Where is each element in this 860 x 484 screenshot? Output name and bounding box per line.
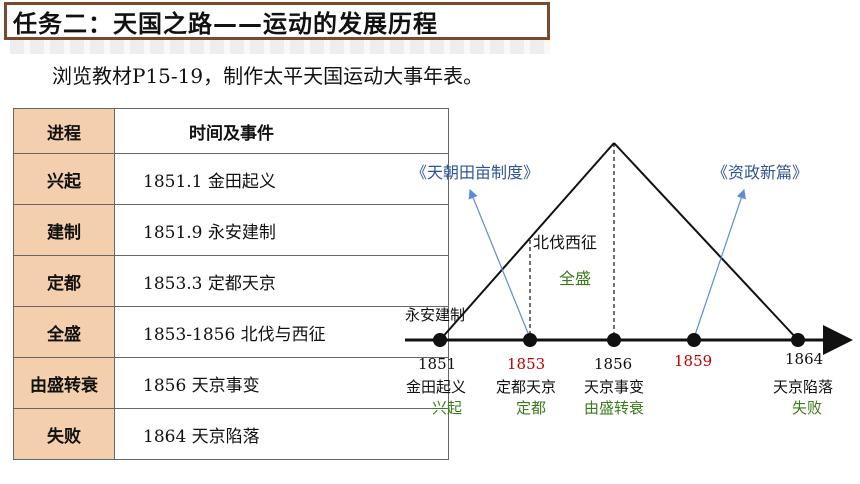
point-dot [433,333,447,347]
point-event: 天京陷落 [773,378,833,396]
point-dot [607,333,621,347]
stage-cell: 由盛转衰 [13,357,115,409]
document-left-label: 《天朝田亩制度》 [411,163,539,182]
point-stage: 由盛转衰 [584,399,644,417]
point-dot [523,333,537,347]
event-cell: 1856 天京事变 [114,357,449,409]
event-cell: 1851.1 金田起义 [114,153,449,205]
point-event: 金田起义 [406,378,466,396]
point-stage: 兴起 [432,399,462,417]
table-row: 全盛 1853-1856 北伐与西征 [13,306,449,358]
apex-label: 北伐西征 [533,233,597,252]
left-label: 永安建制 [405,306,465,324]
point-1851: 1851 金田起义 兴起 [406,333,466,417]
table-row: 兴起 1851.1 金田起义 [13,153,449,205]
table-row: 由盛转衰 1856 天京事变 [13,357,449,409]
stage-cell: 定都 [13,255,115,307]
point-year: 1859 [674,352,712,370]
point-stage: 失败 [792,399,822,417]
point-event: 定都天京 [496,378,556,396]
point-dot [791,333,805,347]
point-1864: 1864 天京陷落 失败 [773,333,833,417]
section-title: 任务二：天国之路——运动的发展历程 [4,2,550,40]
point-year: 1853 [507,355,545,373]
header-stage: 进程 [13,108,115,154]
point-year: 1864 [785,350,823,368]
point-year: 1856 [594,355,632,373]
event-cell: 1853.3 定都天京 [114,255,449,307]
chronology-table: 进程 时间及事件 兴起 1851.1 金田起义 建制 1851.9 永安建制 定… [13,108,449,460]
title-reflection [10,40,550,54]
point-year: 1851 [418,355,456,373]
stage-cell: 兴起 [13,153,115,205]
table-row: 定都 1853.3 定都天京 [13,255,449,307]
stage-cell: 全盛 [13,306,115,358]
fall-line [613,142,799,341]
doc-left-arrow [468,188,531,339]
point-stage: 定都 [516,399,546,417]
event-cell: 1864 天京陷落 [114,408,449,460]
event-cell: 1853-1856 北伐与西征 [114,306,449,358]
stage-cell: 失败 [13,408,115,460]
point-1859: 1859 [674,333,712,370]
point-dot [687,333,701,347]
apex-stage-label: 全盛 [559,269,591,288]
table-row: 建制 1851.9 永安建制 [13,204,449,256]
document-right-label: 《资政新篇》 [712,163,808,182]
stage-cell: 建制 [13,204,115,256]
point-1853: 1853 定都天京 定都 [496,333,556,417]
rise-line [439,142,615,341]
table-row: 失败 1864 天京陷落 [13,408,449,460]
point-1856: 1856 天京事变 由盛转衰 [584,333,644,417]
doc-right-arrow [693,188,746,339]
point-event: 天京事变 [584,378,644,396]
event-cell: 1851.9 永安建制 [114,204,449,256]
instruction-text: 浏览教材P15-19，制作太平天国运动大事年表。 [52,64,484,88]
